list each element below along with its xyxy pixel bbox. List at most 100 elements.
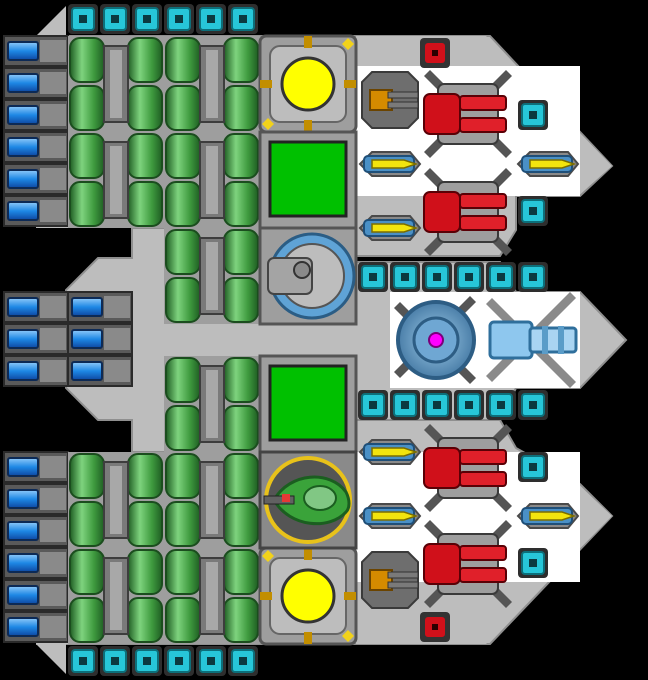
thruster[interactable] <box>3 579 69 611</box>
gyroscope[interactable] <box>486 262 516 292</box>
screen-bottom[interactable] <box>258 354 358 454</box>
gyroscope[interactable] <box>164 646 194 676</box>
gyroscope[interactable] <box>390 262 420 292</box>
gyroscope[interactable] <box>454 390 484 420</box>
thruster[interactable] <box>3 611 69 643</box>
gatling-gun-icon <box>369 569 393 591</box>
missile-launcher[interactable] <box>516 151 580 177</box>
thruster[interactable] <box>3 515 69 547</box>
cockpit-block[interactable] <box>258 450 358 550</box>
gyroscope[interactable] <box>518 548 548 578</box>
gyroscope[interactable] <box>132 4 162 34</box>
missile-launcher[interactable] <box>358 215 422 241</box>
fuel-tank[interactable] <box>68 452 164 548</box>
gatling-gun[interactable] <box>361 71 419 129</box>
thruster[interactable] <box>67 355 133 387</box>
thruster-nozzle-mount <box>40 488 66 510</box>
twin-gatling-turret[interactable] <box>423 70 512 158</box>
gyroscope[interactable] <box>422 262 452 292</box>
thruster-icon <box>7 553 39 573</box>
gyroscope[interactable] <box>228 4 258 34</box>
fuel-tank[interactable] <box>164 356 260 452</box>
gyroscope[interactable] <box>100 646 130 676</box>
gyroscope[interactable] <box>518 262 548 292</box>
thruster[interactable] <box>3 291 69 323</box>
gyroscope[interactable] <box>196 4 226 34</box>
reactor-bolt <box>304 632 312 644</box>
cannon[interactable] <box>486 292 578 388</box>
twin-gatling-turret[interactable] <box>423 520 512 608</box>
thruster-icon <box>7 41 39 61</box>
jump-drive[interactable] <box>394 296 476 384</box>
fuel-tank[interactable] <box>68 548 164 644</box>
gyroscope[interactable] <box>518 452 548 482</box>
fuel-pipe-highlight <box>206 370 218 438</box>
reactor-top[interactable] <box>258 34 358 134</box>
thruster[interactable] <box>3 483 69 515</box>
thruster[interactable] <box>3 35 69 67</box>
thruster[interactable] <box>3 547 69 579</box>
turret-barrel <box>459 117 507 133</box>
missile-launcher[interactable] <box>516 503 580 529</box>
fuel-tank[interactable] <box>164 132 260 228</box>
gyroscope[interactable] <box>358 390 388 420</box>
gyroscope-core <box>239 15 247 23</box>
fuel-tank[interactable] <box>164 548 260 644</box>
thruster[interactable] <box>67 323 133 355</box>
gyroscope[interactable] <box>100 4 130 34</box>
gyroscope[interactable] <box>486 390 516 420</box>
warning-light-bottom[interactable] <box>420 612 450 642</box>
fuel-tank[interactable] <box>164 452 260 548</box>
gyroscope[interactable] <box>68 646 98 676</box>
thruster[interactable] <box>67 291 133 323</box>
fuel-tank-icon <box>165 229 201 275</box>
fuel-tank[interactable] <box>68 36 164 132</box>
thruster[interactable] <box>3 131 69 163</box>
thruster[interactable] <box>3 99 69 131</box>
gyroscope[interactable] <box>518 196 548 226</box>
turret-block[interactable] <box>258 226 358 326</box>
fuel-tank[interactable] <box>68 132 164 228</box>
missile-launcher[interactable] <box>358 439 422 465</box>
fuel-tank-icon <box>69 501 105 547</box>
gyroscope[interactable] <box>358 262 388 292</box>
gyroscope[interactable] <box>390 390 420 420</box>
fuel-tank[interactable] <box>164 36 260 132</box>
fuel-tank-icon <box>165 453 201 499</box>
gyroscope[interactable] <box>164 4 194 34</box>
gyroscope[interactable] <box>518 390 548 420</box>
missile-launcher[interactable] <box>358 151 422 177</box>
fuel-tank-grid <box>68 36 260 644</box>
fuel-tank-icon <box>165 501 201 547</box>
gyroscope[interactable] <box>132 646 162 676</box>
reactor-bottom[interactable] <box>258 546 358 646</box>
twin-gatling-turret[interactable] <box>423 424 512 512</box>
gyroscope[interactable] <box>422 390 452 420</box>
gyroscope-core <box>175 657 183 665</box>
reactor-corner-light <box>262 118 274 130</box>
gyroscope[interactable] <box>518 100 548 130</box>
screen-top[interactable] <box>258 130 358 230</box>
thruster[interactable] <box>3 163 69 195</box>
twin-gatling-turret[interactable] <box>423 168 512 256</box>
gyroscope[interactable] <box>454 262 484 292</box>
reactor-bolt <box>304 36 312 48</box>
warning-light-top[interactable] <box>420 38 450 68</box>
gyroscope-core <box>529 273 537 281</box>
thruster[interactable] <box>3 195 69 227</box>
thruster[interactable] <box>3 67 69 99</box>
thruster[interactable] <box>3 355 69 387</box>
thruster[interactable] <box>3 323 69 355</box>
gatling-gun[interactable] <box>361 551 419 609</box>
fuel-tank[interactable] <box>164 228 260 324</box>
thruster[interactable] <box>3 451 69 483</box>
gyroscope-core <box>465 273 473 281</box>
gyroscope[interactable] <box>68 4 98 34</box>
gyroscope-core <box>207 15 215 23</box>
gyroscope[interactable] <box>228 646 258 676</box>
thruster-icon <box>7 521 39 541</box>
gyroscope[interactable] <box>196 646 226 676</box>
thruster-icon <box>7 489 39 509</box>
fuel-tank-icon <box>223 133 259 179</box>
missile-launcher[interactable] <box>358 503 422 529</box>
